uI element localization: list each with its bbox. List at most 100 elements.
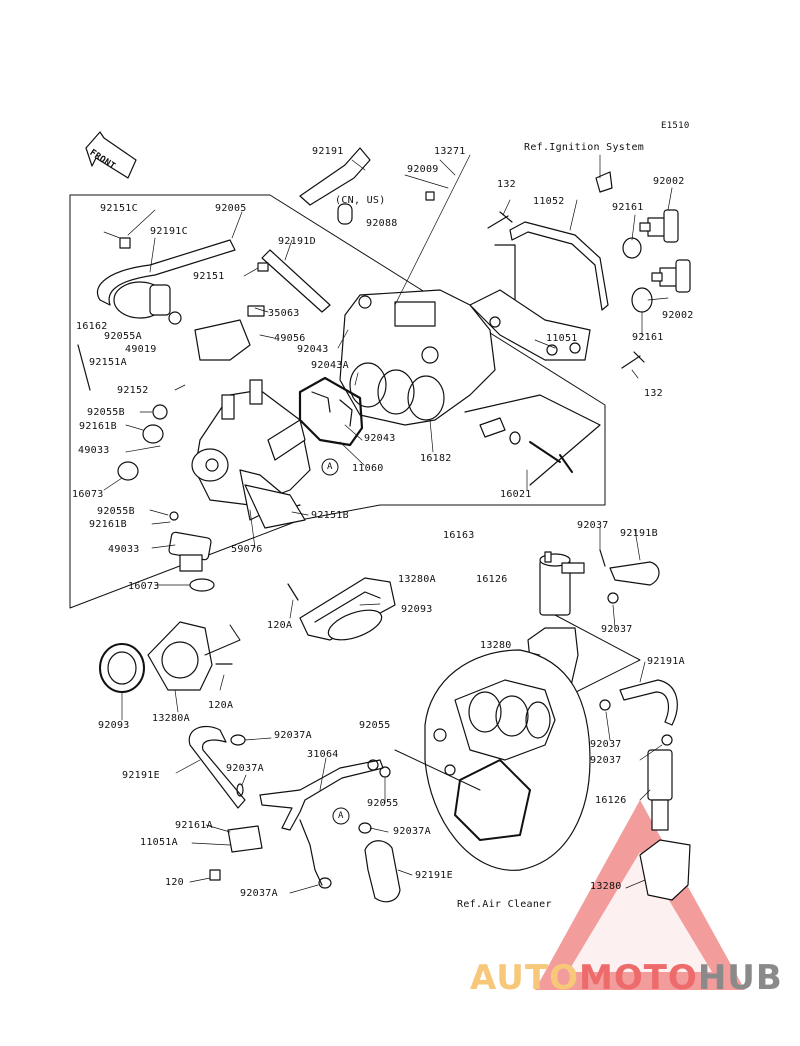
- part-label: 16162: [76, 321, 108, 332]
- clamps-92037: [599, 592, 673, 746]
- collars-92161: [622, 237, 653, 313]
- part-label: 92093: [98, 720, 130, 731]
- part-label: 92151B: [311, 510, 349, 521]
- pressure-regulator: [113, 281, 182, 325]
- part-label: 92037: [590, 739, 622, 750]
- vacuum-hose-92191: [299, 147, 371, 206]
- ref-air-cleaner: Ref.Air Cleaner: [457, 899, 552, 910]
- part-label: 92055A: [104, 331, 142, 342]
- part-label: 92191A: [647, 656, 685, 667]
- intake-joint: [244, 484, 306, 529]
- throttle-body-gasket: [298, 376, 364, 447]
- part-label: 13280: [590, 881, 622, 892]
- watermark-part-moto: MOTO: [578, 958, 698, 998]
- part-label: 132: [644, 388, 663, 399]
- callout-a-lower: [332, 807, 350, 825]
- part-label: 16073: [128, 581, 160, 592]
- part-label: 92005: [215, 203, 247, 214]
- part-label: 49056: [274, 333, 306, 344]
- idle-screw-box: [464, 394, 601, 486]
- part-label: 92037A: [226, 763, 264, 774]
- hose-92191c: [96, 239, 236, 306]
- part-label: 92161A: [175, 820, 213, 831]
- callout-a-lower-label: A: [338, 811, 344, 821]
- part-label: 31064: [307, 749, 339, 760]
- part-label: 92191D: [278, 236, 316, 247]
- hose-92191b: [599, 549, 660, 586]
- leader-lines: [103, 154, 673, 894]
- part-label: 13280A: [152, 713, 190, 724]
- part-label: 16163: [443, 530, 475, 541]
- part-label: 92037A: [274, 730, 312, 741]
- fuel-pump-lower: [647, 749, 673, 831]
- mount-bolt-lower: [651, 259, 691, 293]
- part-label: 92151: [193, 271, 225, 282]
- part-label: 92093: [401, 604, 433, 615]
- part-label: 13280: [480, 640, 512, 651]
- part-label: 132: [497, 179, 516, 190]
- fuel-injector: [168, 531, 215, 592]
- part-label: 92043A: [311, 360, 349, 371]
- part-label: 92002: [662, 310, 694, 321]
- bracket-11051: [469, 289, 591, 361]
- part-label: 92088: [366, 218, 398, 229]
- leader-flange: [204, 624, 241, 656]
- part-label: 92055: [367, 798, 399, 809]
- throttle-body: [339, 289, 496, 426]
- part-label: 92002: [653, 176, 685, 187]
- part-label: 92191E: [122, 770, 160, 781]
- part-label: 13280A: [398, 574, 436, 585]
- part-label: 49033: [108, 544, 140, 555]
- part-label: 16021: [500, 489, 532, 500]
- part-label: 16073: [72, 489, 104, 500]
- mount-bolt-upper: [639, 209, 679, 243]
- part-label: 92151A: [89, 357, 127, 368]
- part-label: 92037: [590, 755, 622, 766]
- part-label: 16126: [476, 574, 508, 585]
- part-label: 92161: [612, 202, 644, 213]
- connector-11051a: [227, 825, 263, 853]
- part-label: 13271: [434, 146, 466, 157]
- callout-a-upper: [321, 458, 339, 476]
- leader-air: [394, 749, 481, 791]
- part-label: 92161: [632, 332, 664, 343]
- hose-92191d: [261, 249, 331, 313]
- part-label: 92151C: [100, 203, 138, 214]
- part-label: 92191: [312, 146, 344, 157]
- part-label: 92152: [117, 385, 149, 396]
- part-label: 92037A: [240, 888, 278, 899]
- part-label: 92037: [601, 624, 633, 635]
- hose-92191e-right: [364, 840, 401, 903]
- fuel-pipe-31064: [259, 759, 391, 831]
- part-label: 16182: [420, 453, 452, 464]
- screws: [77, 191, 645, 881]
- part-label: 49019: [125, 344, 157, 355]
- leader-pump: [554, 614, 641, 701]
- joint-plate-13280a: [299, 577, 396, 641]
- throttle-link-rod: [494, 221, 609, 311]
- cap-92088: [337, 203, 353, 225]
- watermark-part-auto: AUTO: [470, 958, 579, 998]
- clamp-92037a: [230, 734, 372, 889]
- part-label: 92191B: [620, 528, 658, 539]
- variant-note: (CN, US): [335, 195, 386, 206]
- throttle-assembly-frame: [69, 194, 606, 609]
- part-label: 120A: [267, 620, 293, 631]
- part-label: 92037: [577, 520, 609, 531]
- part-label: 92191E: [415, 870, 453, 881]
- part-label: 92161B: [79, 421, 117, 432]
- part-label: 92009: [407, 164, 439, 175]
- air-cleaner-base: [424, 649, 591, 871]
- front-arrow-icon: [85, 131, 137, 179]
- part-label: 120A: [208, 700, 234, 711]
- part-label: 16126: [595, 795, 627, 806]
- part-label: 92043: [297, 344, 329, 355]
- part-label: 92037A: [393, 826, 431, 837]
- hose-92191e-left: [188, 725, 246, 809]
- part-label: 59076: [231, 544, 263, 555]
- ref-ignition-system: Ref.Ignition System: [524, 142, 645, 153]
- part-label: 92055B: [87, 407, 125, 418]
- part-label: 35063: [268, 308, 300, 319]
